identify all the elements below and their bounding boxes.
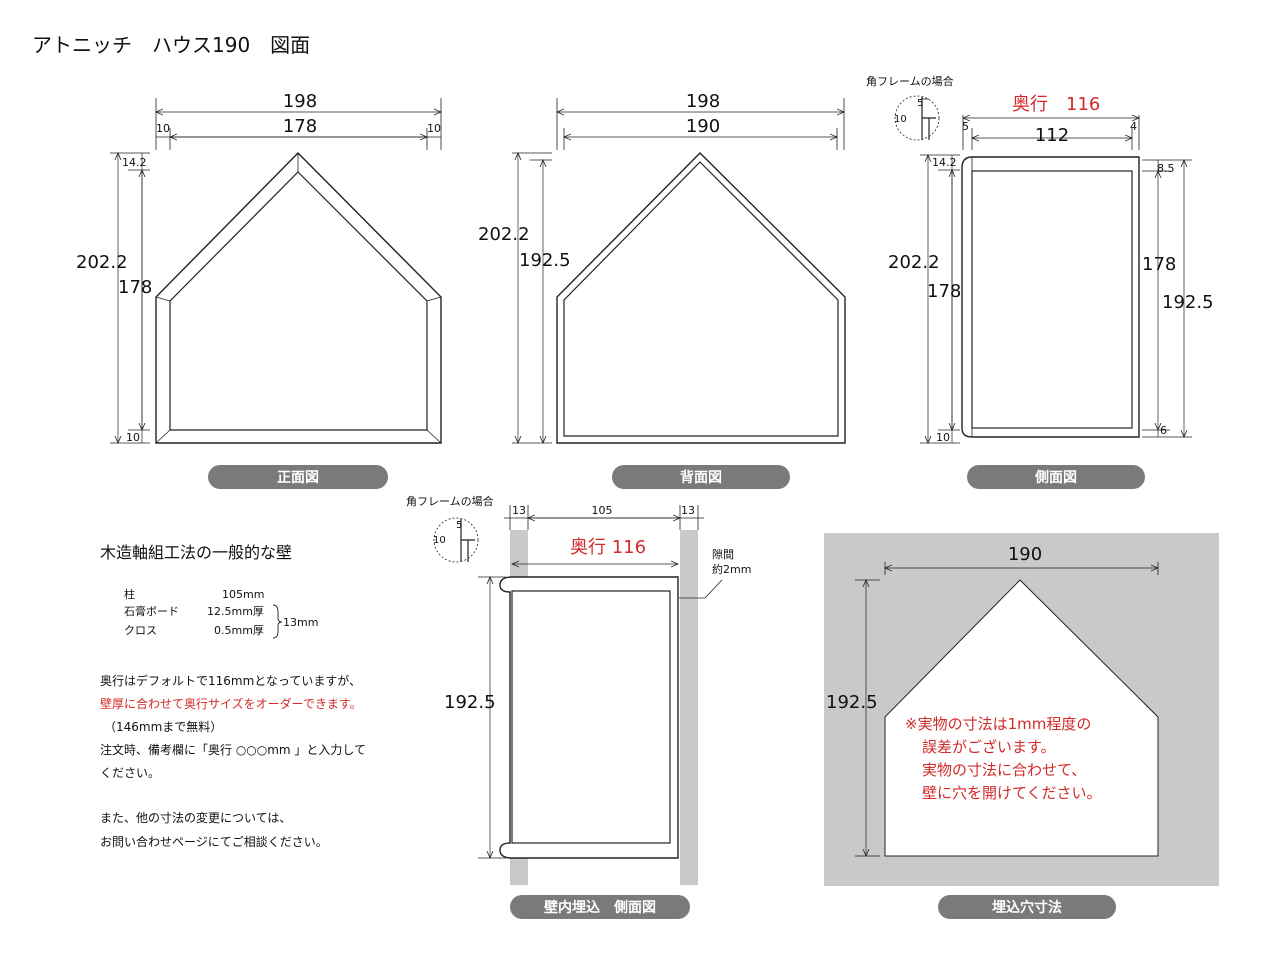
side-height-total: 202.2 <box>888 252 940 273</box>
side-corner-5: 5 <box>917 98 923 109</box>
front-width-total: 198 <box>283 91 317 112</box>
hole-caption: 埋込穴寸法 <box>992 899 1062 916</box>
back-height-total: 202.2 <box>478 224 530 245</box>
side-view: 角フレームの場合 5 10 奥行 116 112 5 4 202.2 178 1… <box>866 74 1214 489</box>
hole-note-2: 誤差がございます。 <box>922 738 1056 756</box>
side-left-5: 5 <box>962 120 969 133</box>
front-side-right: 10 <box>427 122 441 135</box>
hole-note-4: 壁に穴を開けてください。 <box>922 784 1102 802</box>
side-right-4: 4 <box>1130 120 1137 133</box>
hole-view: 190 192.5 ※実物の寸法は1mm程度の 誤差がございます。 実物の寸法に… <box>824 533 1219 919</box>
side-corner-label: 角フレームの場合 <box>866 74 954 88</box>
embed-corner-detail: 5 10 <box>433 517 479 563</box>
side-height-inner-right: 178 <box>1142 254 1176 275</box>
wall-row-name-3: クロス <box>124 624 157 637</box>
embed-corner-10: 10 <box>433 535 446 546</box>
side-roof-offset: 14.2 <box>932 156 957 169</box>
embed-gap-label-1: 隙間 <box>712 547 734 561</box>
embed-height: 192.5 <box>444 692 496 713</box>
hole-note-1: ※実物の寸法は1mm程度の <box>905 715 1091 733</box>
front-caption: 正面図 <box>277 470 319 486</box>
wall-row-value-3: 0.5mm厚 <box>214 624 264 637</box>
front-side-left: 10 <box>156 122 170 135</box>
order-line-3: （146mmまで無料） <box>104 719 222 734</box>
front-height-total: 202.2 <box>76 252 128 273</box>
hole-note-3: 実物の寸法に合わせて、 <box>922 761 1086 779</box>
embed-corner-5: 5 <box>456 520 462 531</box>
embed-depth-label: 奥行 116 <box>570 537 646 558</box>
hole-shape <box>884 579 1159 857</box>
hole-height: 192.5 <box>826 692 878 713</box>
wall-info-heading: 木造軸組工法の一般的な壁 <box>100 543 292 562</box>
wall-row-value-1: 105mm <box>222 588 264 601</box>
wall-total: 13mm <box>283 616 318 629</box>
page-title: アトニッチ ハウス190 図面 <box>32 33 310 57</box>
back-width-total: 198 <box>686 91 720 112</box>
front-width-inner: 178 <box>283 116 317 137</box>
order-line-4: 注文時、備考欄に「奥行 ○○○mm 」と入力して <box>100 742 366 757</box>
side-corner-detail: 5 10 <box>894 95 940 141</box>
wall-info: 木造軸組工法の一般的な壁 柱 105mm 石膏ボード 12.5mm厚 クロス 0… <box>100 543 318 639</box>
back-view: 198 190 202.2 192.5 背面図 <box>478 91 846 489</box>
back-caption: 背面図 <box>680 469 722 486</box>
wall-embed-view: 角フレームの場合 5 10 13 105 13 奥行 116 隙間 約2mm <box>406 494 751 919</box>
wall-right <box>680 530 698 885</box>
wall-row-name-2: 石膏ボード <box>124 604 179 618</box>
front-roof-offset: 14.2 <box>122 156 147 169</box>
order-line-1: 奥行はデフォルトで116mmとなっていますが、 <box>100 673 361 688</box>
order-line-6: また、他の寸法の変更については、 <box>100 810 291 825</box>
front-view: 198 178 10 10 202.2 178 14.2 10 正面図 <box>76 91 441 489</box>
embed-gap-label-2: 約2mm <box>712 562 751 576</box>
side-height-back: 192.5 <box>1162 292 1214 313</box>
wall-row-value-2: 12.5mm厚 <box>207 605 264 618</box>
side-corner-10: 10 <box>894 114 907 125</box>
front-bottom: 10 <box>126 431 140 444</box>
side-height-inner-left: 178 <box>927 281 961 302</box>
embed-wall-right: 13 <box>681 504 695 517</box>
embed-wall-left: 13 <box>512 504 526 517</box>
side-bottom-left: 10 <box>936 431 950 444</box>
back-width-inner: 190 <box>686 116 720 137</box>
order-line-7: お問い合わせページにてご相談ください。 <box>100 834 328 849</box>
order-line-5: ください。 <box>100 766 160 780</box>
side-depth-label: 奥行 116 <box>1012 94 1100 115</box>
side-caption: 側面図 <box>1034 469 1077 486</box>
embed-corner-label: 角フレームの場合 <box>406 494 494 508</box>
embed-caption: 壁内埋込 側面図 <box>544 899 656 916</box>
wall-row-name-1: 柱 <box>124 587 135 601</box>
back-height-inner: 192.5 <box>519 250 571 271</box>
side-top-right: 8.5 <box>1157 162 1175 175</box>
embed-wall-gap: 105 <box>592 504 613 517</box>
front-height-inner: 178 <box>118 277 152 298</box>
side-depth-inner: 112 <box>1035 125 1069 146</box>
hole-width: 190 <box>1008 544 1042 565</box>
order-line-2: 壁厚に合わせて奥行サイズをオーダーできます。 <box>100 696 362 711</box>
order-info: 奥行はデフォルトで116mmとなっていますが、 壁厚に合わせて奥行サイズをオーダ… <box>100 673 366 849</box>
side-bottom-right: 6 <box>1160 424 1167 437</box>
